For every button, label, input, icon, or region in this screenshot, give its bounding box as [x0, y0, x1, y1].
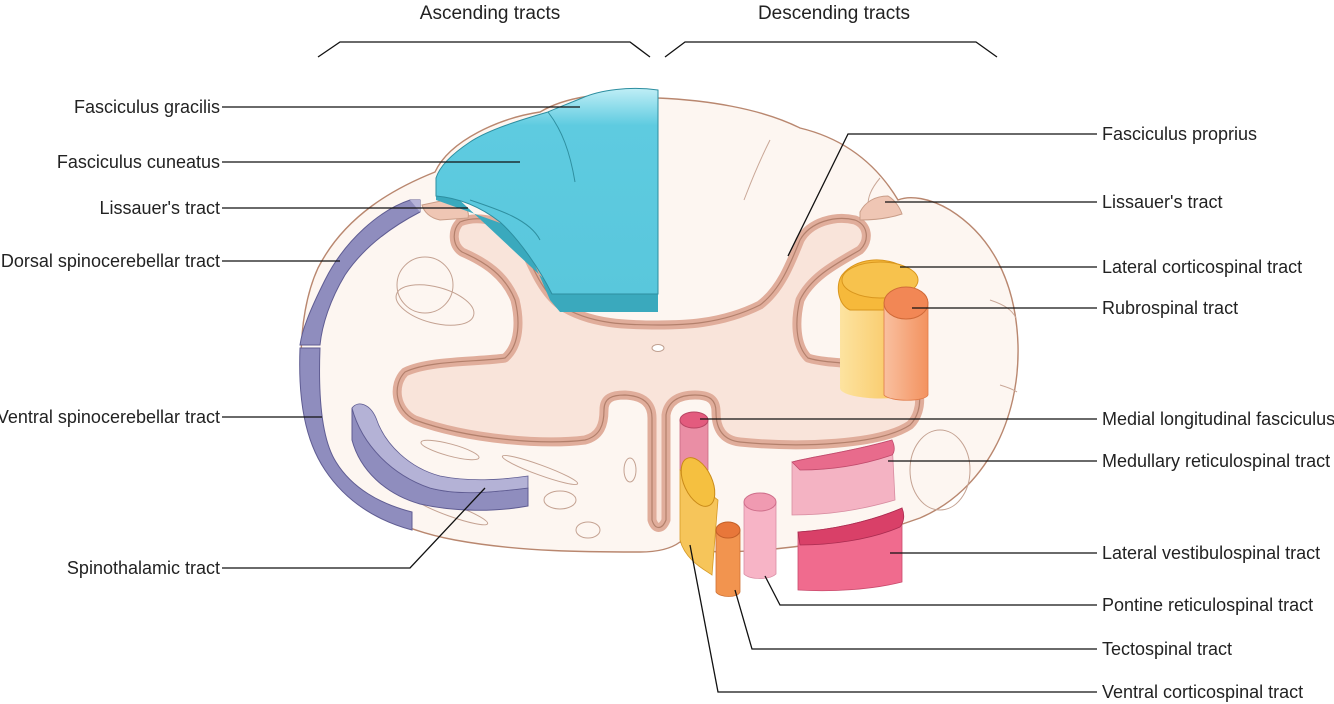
descending-bracket	[664, 41, 998, 58]
ventral-spinocerebellar-tract	[299, 347, 413, 531]
dorsal-spinocerebellar-tract	[299, 199, 421, 346]
medullary-reticulospinal-tract	[791, 439, 896, 516]
label-spinothalamic-tract: Spinothalamic tract	[67, 558, 220, 578]
label-ventral-corticospinal-tract: Ventral corticospinal tract	[1102, 682, 1303, 702]
pontine-reticulospinal-tract	[743, 492, 777, 579]
central-canal	[651, 344, 665, 352]
lateral-vestibulospinal-tract	[797, 507, 905, 592]
label-medullary-reticulospinal-tract: Medullary reticulospinal tract	[1102, 451, 1330, 471]
dorsal-column-block	[435, 87, 659, 295]
left-leaders	[222, 106, 580, 569]
label-pontine-reticulospinal-tract: Pontine reticulospinal tract	[1102, 595, 1313, 615]
descending-tracts-header: Descending tracts	[758, 3, 910, 24]
label-dorsal-spinocerebellar-tract: Dorsal spinocerebellar tract	[1, 251, 220, 271]
label-fasciculus-gracilis: Fasciculus gracilis	[74, 97, 220, 117]
dorsal-column-divider	[469, 111, 576, 241]
spinothalamic-top	[351, 403, 529, 494]
label-lateral-corticospinal-tract: Lateral corticospinal tract	[1102, 257, 1302, 277]
rubrospinal-tract	[883, 286, 929, 401]
label-rubrospinal-tract: Rubrospinal tract	[1102, 298, 1238, 318]
right-leaders	[689, 133, 1097, 693]
label-medial-longitudinal-fasciculus: Medial longitudinal fasciculus	[1102, 409, 1334, 429]
dorsal-spinocerebellar-top	[410, 200, 420, 212]
label-tectospinal-tract: Tectospinal tract	[1102, 639, 1232, 659]
grey-matter-outline	[396, 217, 921, 529]
label-lissauers-tract-right: Lissauer's tract	[1102, 192, 1222, 212]
ascending-bracket	[317, 41, 651, 58]
label-fasciculus-proprius: Fasciculus proprius	[1102, 124, 1257, 144]
label-fasciculus-cuneatus: Fasciculus cuneatus	[57, 152, 220, 172]
tectospinal-tract	[715, 521, 741, 597]
ventral-corticospinal-tract	[679, 457, 719, 576]
label-lateral-vestibulospinal-tract: Lateral vestibulospinal tract	[1102, 543, 1320, 563]
ascending-tracts-header: Ascending tracts	[420, 3, 560, 24]
label-ventral-spinocerebellar-tract: Ventral spinocerebellar tract	[0, 407, 220, 427]
label-lissauers-tract-left: Lissauer's tract	[100, 198, 220, 218]
